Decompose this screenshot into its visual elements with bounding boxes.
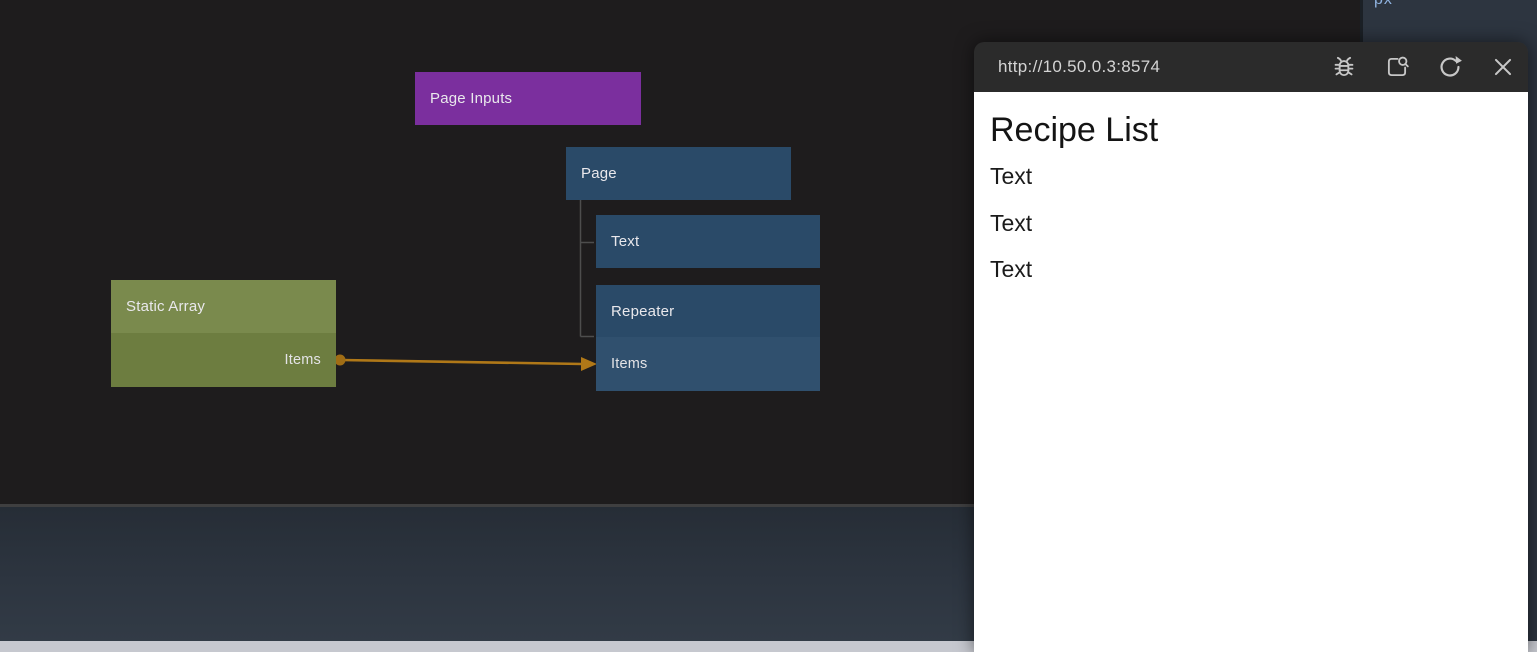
node-label: Page — [581, 165, 617, 182]
preview-viewport: Recipe List Text Text Text — [974, 92, 1528, 652]
preview-window: http://10.50.0.3:8574 — [974, 42, 1528, 652]
node-page[interactable]: Page — [566, 147, 791, 200]
repeater-items-input-port[interactable]: Items — [596, 337, 820, 391]
preview-page-title: Recipe List — [990, 111, 1159, 149]
node-label: Repeater — [611, 302, 675, 320]
node-label: Page Inputs — [430, 90, 513, 107]
node-static-array[interactable]: Static Array Items — [111, 280, 336, 387]
debug-button[interactable] — [1331, 54, 1357, 80]
inspect-icon — [1387, 56, 1409, 77]
debug-icon — [1334, 56, 1354, 77]
preview-text-item: Text — [990, 163, 1033, 190]
clipped-px-text: px — [1374, 0, 1393, 9]
connection-wire[interactable] — [0, 0, 1537, 505]
node-text[interactable]: Text — [596, 215, 820, 268]
refresh-button[interactable] — [1437, 54, 1463, 80]
close-icon — [1494, 58, 1512, 76]
node-label: Text — [611, 233, 640, 250]
close-button[interactable] — [1490, 54, 1516, 80]
toolbar-icons — [1331, 54, 1528, 80]
horizontal-scrollbar[interactable] — [0, 641, 1537, 652]
preview-toolbar: http://10.50.0.3:8574 — [974, 42, 1528, 92]
preview-text-item: Text — [990, 255, 1033, 282]
inspect-button[interactable] — [1384, 54, 1410, 80]
preview-text-item: Text — [990, 209, 1033, 236]
canvas-divider — [0, 504, 1537, 507]
refresh-icon — [1440, 55, 1462, 77]
node-label: Static Array — [126, 298, 206, 315]
node-repeater[interactable]: Repeater Items — [596, 285, 820, 391]
node-page-inputs[interactable]: Page Inputs — [415, 72, 641, 125]
url-bar[interactable]: http://10.50.0.3:8574 — [998, 57, 1161, 76]
output-port-dot[interactable] — [334, 354, 346, 366]
static-array-items-output-port[interactable]: Items — [111, 333, 336, 387]
